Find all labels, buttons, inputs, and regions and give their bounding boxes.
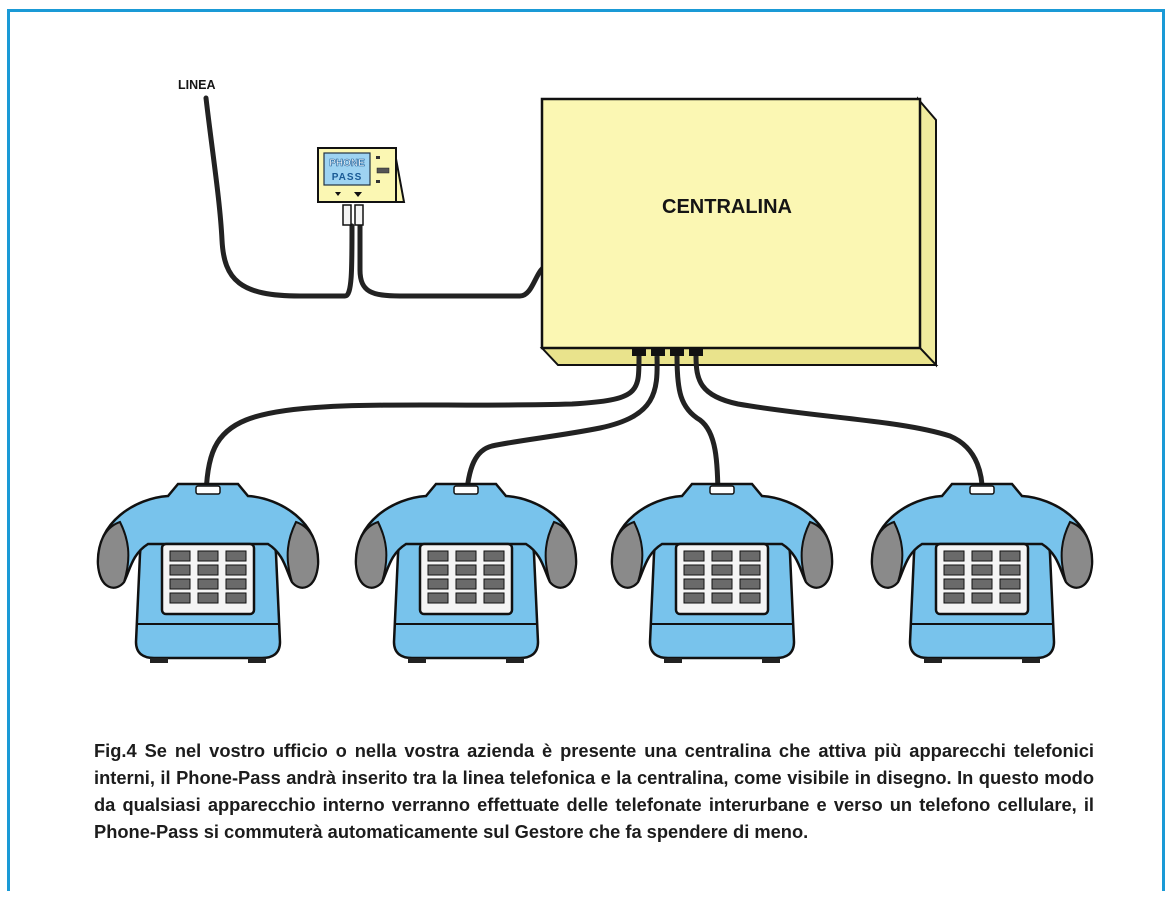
phone-cable-1 [203, 355, 642, 503]
telephone-icon [610, 482, 834, 665]
figure-caption: Fig.4 Se nel vostro ufficio o nella vost… [94, 740, 1094, 842]
phone-cable-4 [693, 355, 985, 503]
telephone-icon [96, 482, 320, 665]
line-cable [203, 95, 355, 299]
device-brand-bottom: PASS [332, 172, 363, 183]
phone-cable-2 [463, 355, 660, 503]
switchboard-ports [632, 347, 703, 356]
line-label: LINEA [178, 78, 216, 92]
switchboard-diagram: LINEA PHONE PASS CENTRALINA [96, 78, 1094, 665]
phone-cable-3 [674, 355, 721, 503]
phone-pass-device-icon: PHONE PASS [316, 147, 406, 226]
device-switchboard-cable [357, 223, 551, 299]
telephone-icon [354, 482, 578, 665]
telephone-icon [870, 482, 1094, 665]
switchboard-label: CENTRALINA [662, 196, 792, 218]
device-brand-top: PHONE [329, 158, 365, 169]
switchboard-box [539, 96, 939, 368]
